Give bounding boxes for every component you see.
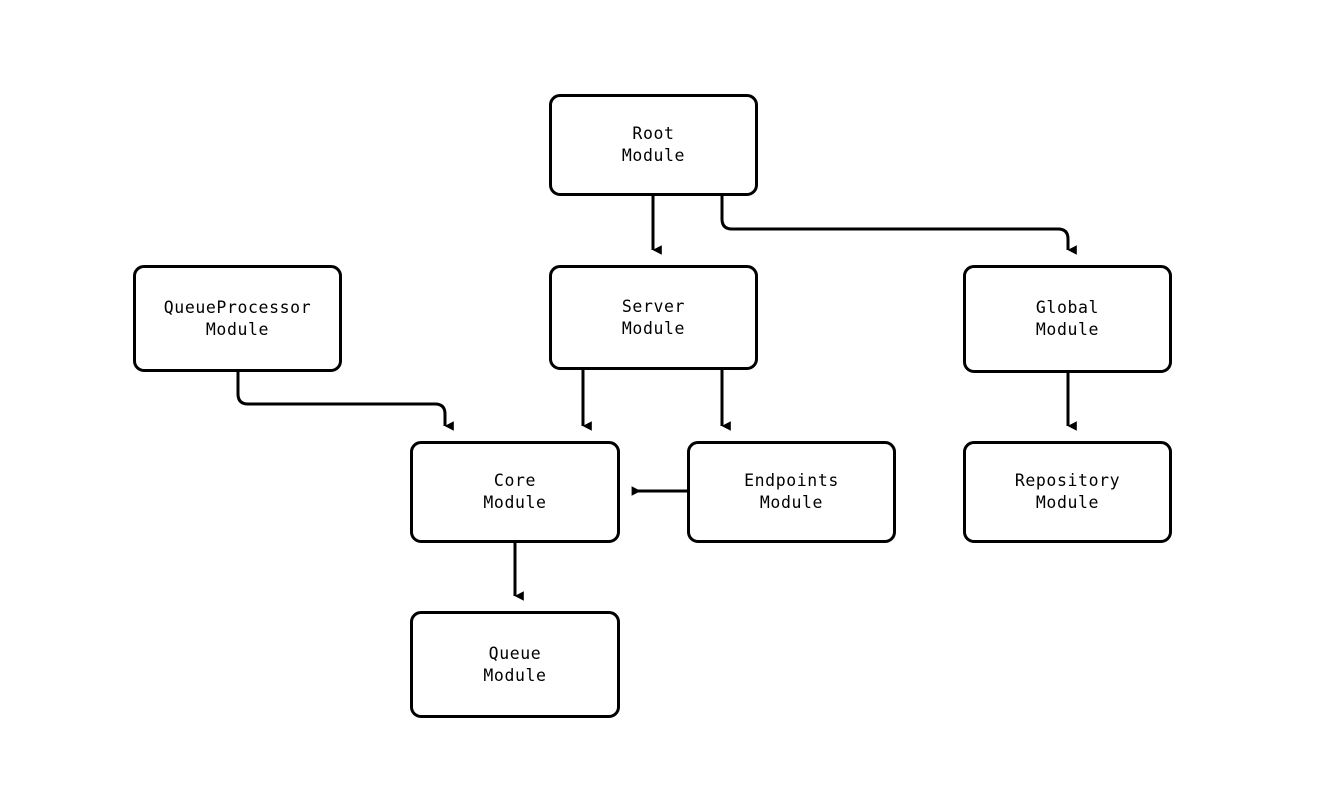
- node-root-module-name: Root: [632, 124, 675, 143]
- node-repository-module-suffix: Module: [1035, 493, 1100, 512]
- node-global-module[interactable]: Global Module: [963, 265, 1172, 373]
- edge-queueprocessor-to-core: [236, 372, 454, 431]
- node-queue-module-name: Queue: [488, 643, 542, 663]
- node-core-module-name: Core: [493, 471, 537, 490]
- node-root-module[interactable]: Root Module: [549, 94, 758, 196]
- node-repository-module-name: Repository: [1014, 471, 1121, 490]
- node-queue-module-suffix: Module: [483, 665, 547, 685]
- node-repository-module[interactable]: Repository Module: [963, 441, 1172, 543]
- node-server-module[interactable]: Server Module: [549, 265, 758, 370]
- node-endpoints-module-suffix: Module: [759, 493, 824, 512]
- node-queueprocessor-module-suffix: Module: [205, 319, 270, 339]
- node-core-module-suffix: Module: [483, 493, 547, 512]
- node-global-module-suffix: Module: [1035, 320, 1100, 339]
- edge-root-to-global: [720, 196, 1077, 255]
- node-queueprocessor-module-name: QueueProcessor: [163, 297, 312, 317]
- node-endpoints-module-name: Endpoints: [744, 471, 839, 490]
- node-global-module-name: Global: [1035, 298, 1100, 317]
- node-server-module-suffix: Module: [621, 318, 686, 338]
- node-queueprocessor-module[interactable]: QueueProcessor Module: [133, 265, 342, 372]
- node-core-module[interactable]: Core Module: [410, 441, 620, 543]
- node-queue-module[interactable]: Queue Module: [410, 611, 620, 718]
- node-server-module-name: Server: [621, 296, 686, 316]
- node-endpoints-module[interactable]: Endpoints Module: [687, 441, 896, 543]
- node-root-module-suffix: Module: [621, 146, 686, 165]
